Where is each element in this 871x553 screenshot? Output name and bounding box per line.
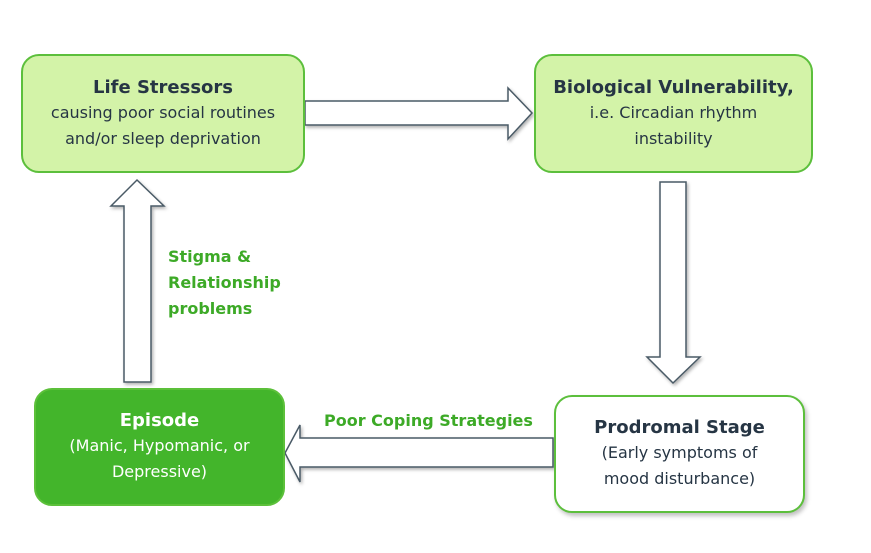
arrow-bio-to-prodromal bbox=[645, 181, 702, 385]
arrow-prodromal-to-episode bbox=[284, 424, 554, 483]
node-episode: Episode (Manic, Hypomanic, or Depressive… bbox=[34, 388, 285, 506]
edge-label-stigma: Stigma & Relationship problems bbox=[168, 244, 281, 322]
edge-label-line: Stigma & bbox=[168, 247, 252, 266]
node-text: mood disturbance) bbox=[603, 469, 756, 488]
node-title: Biological Vulnerability, bbox=[553, 76, 794, 98]
node-prodromal-stage: Prodromal Stage (Early symptoms of mood … bbox=[554, 395, 805, 513]
node-text: causing poor social routines bbox=[50, 102, 276, 122]
node-text: and/or sleep deprivation bbox=[65, 128, 261, 148]
edge-label-line: problems bbox=[168, 299, 253, 318]
edge-label-line: Relationship bbox=[168, 273, 281, 292]
node-title: Life Stressors bbox=[93, 76, 233, 98]
node-life-stressors: Life Stressors causing poor social routi… bbox=[21, 54, 305, 173]
node-text: instability bbox=[634, 128, 713, 148]
arrow-life-to-bio bbox=[304, 86, 534, 141]
node-text: Depressive) bbox=[111, 462, 208, 481]
node-title: Prodromal Stage bbox=[594, 417, 765, 438]
arrow-episode-to-life bbox=[109, 178, 166, 383]
node-text: (Manic, Hypomanic, or bbox=[69, 436, 250, 455]
node-title: Episode bbox=[119, 410, 200, 431]
node-text: (Early symptoms of bbox=[601, 443, 758, 462]
edge-label-poor-coping: Poor Coping Strategies bbox=[324, 411, 533, 430]
node-text: i.e. Circadian rhythm bbox=[589, 102, 758, 122]
node-biological-vulnerability: Biological Vulnerability, i.e. Circadian… bbox=[534, 54, 813, 173]
